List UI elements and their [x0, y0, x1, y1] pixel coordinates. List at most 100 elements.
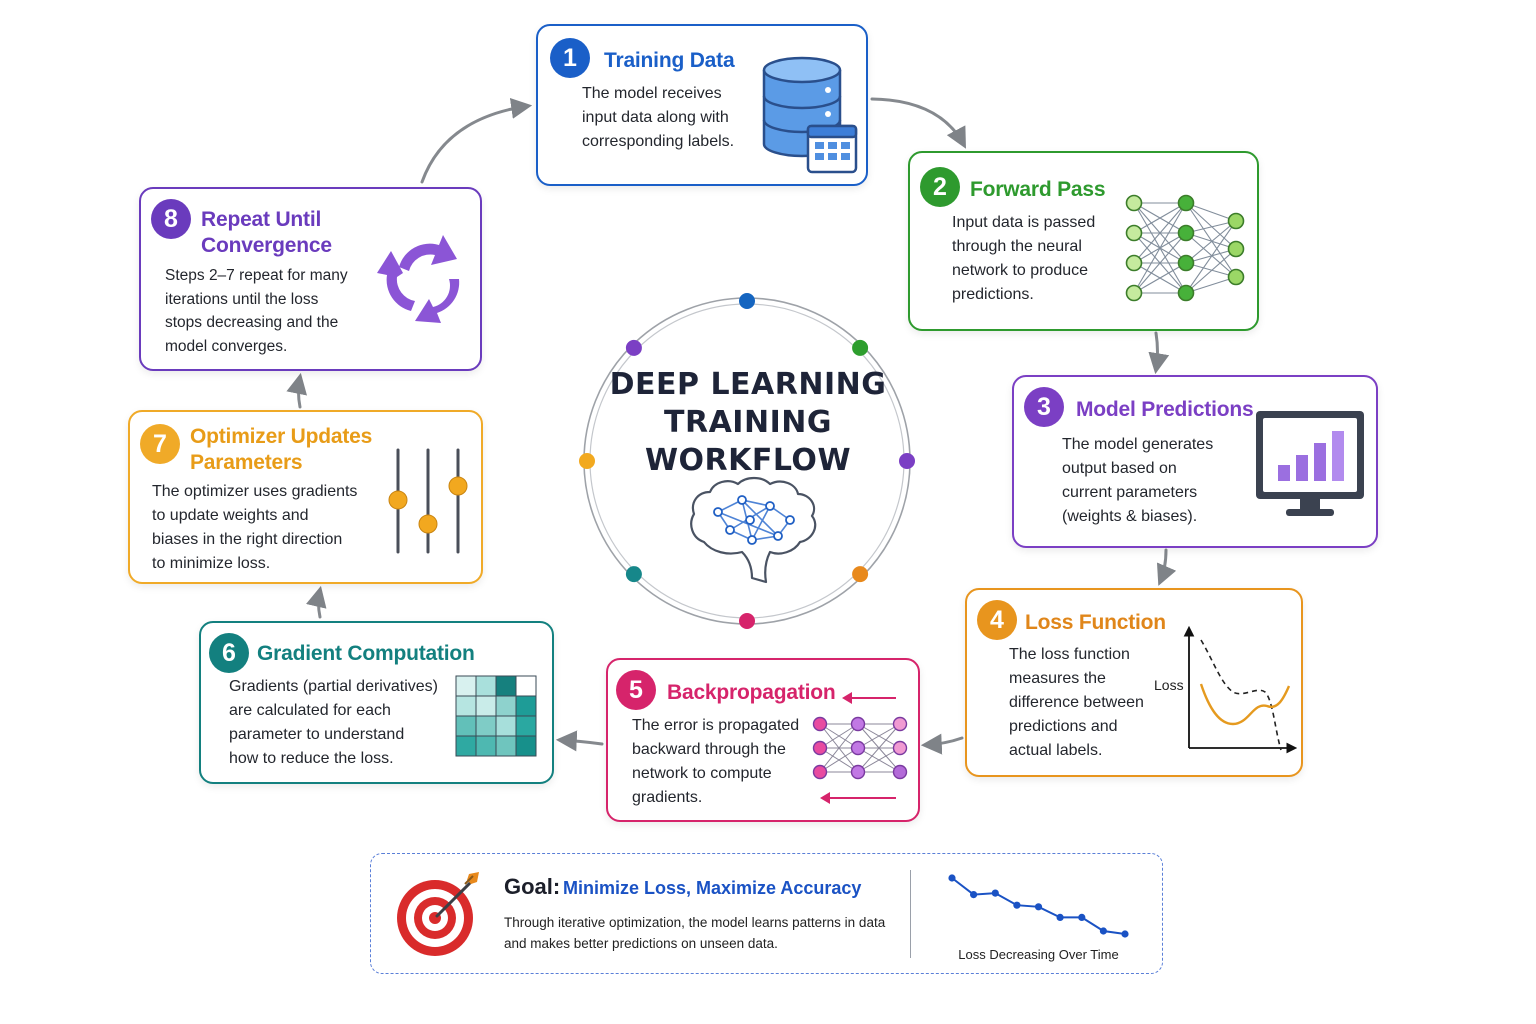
- center-title: DEEP LEARNING TRAINING WORKFLOW: [600, 366, 896, 480]
- description-line: input data along with: [582, 109, 729, 126]
- title-line: Optimizer Updates: [190, 425, 373, 448]
- description-line: stops decreasing and the: [165, 314, 339, 331]
- step-description: The error is propagated backward through…: [632, 714, 817, 810]
- description-line: are calculated for each: [229, 702, 391, 719]
- step-description: Gradients (partial derivatives) are calc…: [229, 675, 449, 771]
- description-line: The error is propagated: [632, 717, 800, 734]
- description-line: iterations until the loss: [165, 290, 319, 308]
- step-number-badge: 5: [616, 670, 656, 710]
- backprop-network-icon: [812, 692, 908, 804]
- mini-chart-point: [970, 891, 978, 899]
- step-title: Training Data: [604, 49, 735, 72]
- step-number-badge: 7: [140, 424, 180, 464]
- step-title: Backpropagation: [667, 681, 836, 704]
- step-description: The model generates output based on curr…: [1062, 433, 1242, 529]
- ring-dot: [579, 453, 595, 469]
- arrow-1-to-2: [870, 97, 966, 149]
- description-line: biases in the right direction: [152, 531, 343, 548]
- sliders-icon: [388, 448, 468, 554]
- step-title: Optimizer Updates Parameters: [190, 424, 372, 476]
- mini-chart-point: [1099, 927, 1107, 935]
- step-title: Forward Pass: [970, 178, 1106, 201]
- arrow-2-to-3: [1148, 331, 1170, 375]
- description-line: Gradients (partial derivatives): [229, 678, 438, 695]
- database-icon: [762, 56, 858, 174]
- center-title-line: DEEP LEARNING: [609, 367, 887, 402]
- ring-dot: [625, 339, 642, 356]
- ring-dot: [852, 339, 869, 356]
- step-description: The model receives input data along with…: [582, 82, 762, 154]
- goal-divider: [910, 870, 911, 958]
- description-line: network to compute: [632, 765, 772, 782]
- description-line: parameter to understand: [229, 726, 405, 743]
- center-title-line: WORKFLOW: [644, 443, 852, 478]
- mini-chart-point: [1078, 913, 1086, 921]
- description-line: Through iterative optimization, the mode…: [504, 915, 886, 930]
- description-line: The loss function: [1009, 646, 1130, 663]
- description-line: and makes better predictions on unseen d…: [504, 936, 778, 951]
- description-line: Steps 2–7 repeat for many: [165, 267, 348, 284]
- mini-chart-point: [948, 874, 956, 882]
- description-line: gradients.: [632, 789, 703, 806]
- step-number-badge: 1: [550, 38, 590, 78]
- step-card-gradient-computation: 6 Gradient Computation Gradients (partia…: [199, 621, 554, 784]
- target-icon: [397, 872, 479, 956]
- description-line: output based on: [1062, 460, 1177, 477]
- description-line: The model receives: [582, 85, 722, 102]
- step-card-forward-pass: 2 Forward Pass Input data is passed thro…: [908, 151, 1259, 331]
- brain-network-icon: [690, 476, 817, 584]
- ring-dot: [739, 293, 755, 309]
- arrow-8-to-1: [420, 98, 533, 184]
- cycle-arrows-icon: [377, 235, 460, 323]
- description-line: model converges.: [165, 337, 288, 355]
- neural-network-icon: [1125, 194, 1245, 302]
- description-line: predictions and: [1009, 718, 1118, 735]
- step-number-badge: 3: [1024, 387, 1064, 427]
- loss-curve-icon: [1183, 625, 1298, 754]
- step-card-model-predictions: 3 Model Predictions The model generates …: [1012, 375, 1378, 548]
- step-card-backpropagation: 5 Backpropagation The error is propagate…: [606, 658, 920, 822]
- arrow-5-to-6: [555, 730, 604, 752]
- mini-chart-point: [1121, 930, 1129, 938]
- step-title: Model Predictions: [1076, 398, 1254, 421]
- description-line: through the neural: [952, 238, 1082, 255]
- step-card-training-data: 1 Training Data The model receives input…: [536, 24, 868, 186]
- title-line: Convergence: [201, 234, 332, 257]
- step-card-loss-function: 4 Loss Function The loss function measur…: [965, 588, 1303, 777]
- description-line: current parameters: [1062, 484, 1198, 501]
- description-line: The optimizer uses gradients: [152, 483, 358, 500]
- goal-label: Goal:: [504, 874, 561, 899]
- ring-dot: [739, 613, 755, 629]
- description-line: (weights & biases).: [1062, 508, 1198, 525]
- description-line: corresponding labels.: [582, 133, 735, 150]
- step-description: The loss function measures the differenc…: [1009, 643, 1159, 763]
- description-line: Input data is passed: [952, 214, 1096, 231]
- arrow-7-to-8: [286, 372, 308, 409]
- mini-chart-point: [991, 889, 999, 897]
- description-line: to update weights and: [152, 507, 309, 524]
- step-number-badge: 4: [977, 600, 1017, 640]
- mini-chart-point: [1034, 903, 1043, 911]
- ring-dot: [852, 566, 869, 583]
- gradient-grid-icon: [455, 675, 537, 757]
- monitor-chart-icon: [1256, 411, 1364, 516]
- goal-panel: Goal: Minimize Loss, Maximize Accuracy T…: [370, 853, 1163, 974]
- description-line: how to reduce the loss.: [229, 750, 394, 767]
- description-line: actual labels.: [1009, 742, 1103, 759]
- description-line: The model generates: [1062, 436, 1214, 453]
- step-card-optimizer-updates: 7 Optimizer Updates Parameters The optim…: [128, 410, 483, 584]
- ring-dot: [899, 453, 915, 469]
- step-number-badge: 2: [920, 167, 960, 207]
- description-line: measures the: [1009, 670, 1106, 687]
- step-card-repeat-until-convergence: 8 Repeat Until Convergence Steps 2–7 rep…: [139, 187, 482, 371]
- description-line: network to produce: [952, 262, 1089, 279]
- mini-chart-point: [1013, 901, 1021, 909]
- step-title: Loss Function: [1025, 611, 1166, 634]
- step-number-badge: 6: [209, 633, 249, 673]
- ring-dot: [625, 566, 642, 583]
- mini-chart-point: [1056, 913, 1064, 921]
- step-description: Input data is passed through the neural …: [952, 211, 1132, 307]
- arrow-6-to-7: [305, 585, 327, 619]
- center-title-line: TRAINING: [664, 405, 832, 440]
- arrow-3-to-4: [1156, 548, 1177, 586]
